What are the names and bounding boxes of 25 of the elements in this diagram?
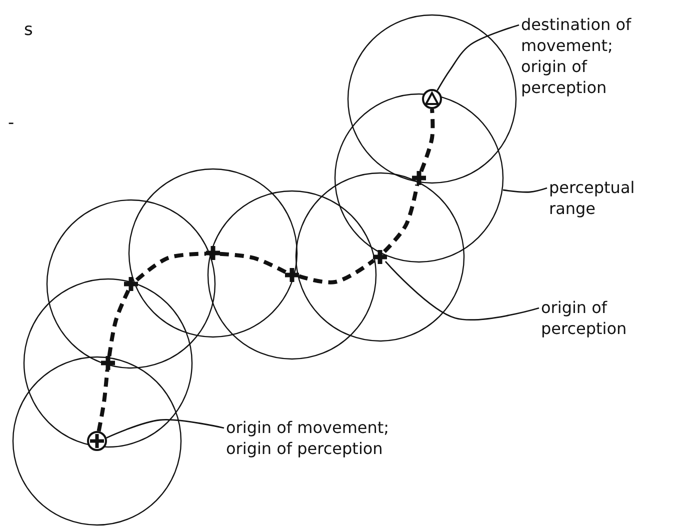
movement-path [298,258,376,284]
waypoint-cross-icon [122,274,140,294]
waypoint-cross-icon [204,244,222,262]
text-fragment: s [24,20,33,40]
movement-path [220,252,287,274]
leader-line [106,419,224,438]
annotation-text: destination of movement; origin of perception [521,14,646,98]
annotation-text: perceptual range [549,177,649,219]
leader-line [436,24,520,91]
waypoint-cross-icon [410,168,428,188]
text-fragment: - [8,113,14,133]
leader-line [502,187,548,193]
leader-line [384,260,540,320]
movement-path [419,108,435,172]
waypoint-cross-icon [282,266,302,284]
waypoint-cross-icon [98,354,118,372]
waypoint-cross-icon [370,248,390,266]
movement-path [135,252,206,282]
movement-path [96,370,110,432]
movement-path [107,290,130,356]
origin-marker-icon [87,431,107,451]
destination-marker-icon [422,89,442,109]
movement-path [383,184,420,253]
annotation-text: origin of perception [541,297,641,339]
annotation-text: origin of movement; origin of perception [226,417,426,459]
